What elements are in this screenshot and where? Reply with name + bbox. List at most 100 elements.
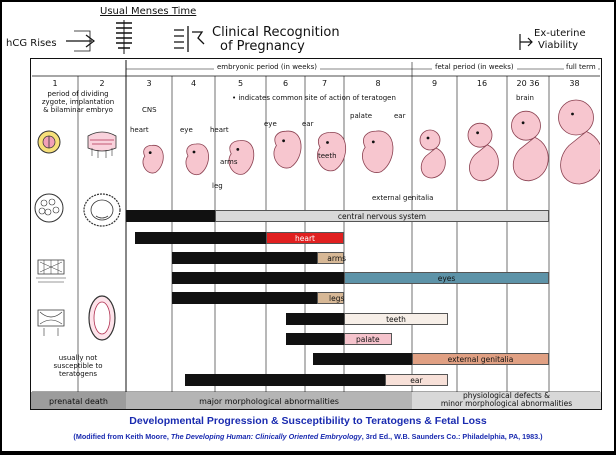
- week-number: 3: [146, 79, 152, 88]
- bar-label: heart: [295, 234, 315, 243]
- embryo-illustrations: [142, 99, 600, 185]
- caption-subtitle: (Modified from Keith Moore, The Developi…: [73, 432, 543, 441]
- bar-lower-sensitivity: [215, 210, 549, 222]
- label-eye-wk5: eye: [264, 120, 277, 128]
- bar-label: legs: [329, 294, 345, 303]
- bar-high-sensitivity: [172, 272, 344, 284]
- scribble-icon: [174, 26, 205, 52]
- bar-label: teeth: [386, 315, 406, 324]
- label-external-genitalia: external genitalia: [372, 194, 434, 202]
- not-susceptible-line-2: susceptible to: [53, 362, 103, 370]
- major-abnormalities-label: major morphological abnormalities: [199, 397, 339, 406]
- bar-high-sensitivity: [135, 232, 266, 244]
- ex-uterine-note: Ex-uterine Viability: [534, 28, 586, 52]
- chart-border: [30, 58, 602, 410]
- bar-lower-sensitivity: [412, 353, 549, 365]
- ex-uterine-line-1: Ex-uterine: [534, 28, 586, 39]
- label-teeth: teeth: [318, 152, 337, 160]
- ex-uterine-line-2: Viability: [538, 40, 579, 51]
- early-embryo-illustrations: [34, 130, 121, 341]
- bar-lower-sensitivity: [384, 374, 448, 386]
- fetus-week-16: [467, 122, 499, 182]
- caption-credit-suffix: , 3rd Ed., W.B. Saunders Co.: Philadelph…: [361, 432, 541, 441]
- week-number: 5: [237, 79, 244, 88]
- caption-credit-prefix: Modified from Keith Moore,: [75, 432, 171, 441]
- week-number: 2: [99, 79, 105, 88]
- bar-high-sensitivity: [126, 210, 215, 222]
- week-number: 9: [431, 79, 438, 88]
- dividing-line-2: zygote, implantation: [41, 98, 115, 106]
- week-number: 7: [321, 79, 328, 88]
- clinical-recognition-line-1: Clinical Recognition: [212, 25, 340, 40]
- label-leg: leg: [212, 182, 223, 190]
- minor-abnormalities-label: physiological defects & minor morphologi…: [412, 392, 601, 408]
- bar-lower-sensitivity: [266, 232, 344, 244]
- week-number: 8: [375, 79, 381, 88]
- week-number: 4: [190, 79, 197, 88]
- tissue-icon: [37, 309, 65, 336]
- label-eye-wk4: eye: [180, 126, 193, 134]
- bar-label: ear: [410, 376, 423, 385]
- period-of-dividing-note: period of dividing zygote, implantation …: [32, 90, 124, 114]
- not-susceptible-line-1: usually not: [58, 354, 98, 362]
- fetus-week-20-36: [511, 110, 549, 182]
- minor-line-2: minor morphological abnormalities: [440, 399, 573, 408]
- week-number: 16: [476, 79, 488, 88]
- label-palate: palate: [350, 112, 373, 120]
- disc-embryo-icon: [88, 295, 116, 341]
- bar-lower-sensitivity: [344, 272, 549, 284]
- bar-label: eyes: [437, 274, 456, 283]
- embryo-week-5: [228, 140, 255, 175]
- arrow-icon: [519, 34, 533, 50]
- week-number: 38: [569, 79, 580, 88]
- embryo-week-3: [142, 144, 164, 174]
- arrow-icon: [66, 30, 95, 52]
- prenatal-death-band: [31, 392, 126, 409]
- morula-icon: [34, 193, 64, 223]
- bar-lower-sensitivity: [316, 252, 344, 264]
- caption-title: Developmental Progression & Susceptibili…: [129, 415, 487, 427]
- bar-high-sensitivity: [172, 292, 317, 304]
- fetal-period-label: fetal period (in weeks): [432, 63, 517, 71]
- embryo-week-7: [317, 132, 347, 172]
- full-term-label: full term: [564, 63, 598, 71]
- label-heart-wk3: heart: [130, 126, 149, 134]
- bar-high-sensitivity: [312, 353, 412, 365]
- minor-abnormalities-band: [412, 392, 601, 409]
- label-ear-wk6: ear: [302, 120, 314, 128]
- teratogen-note: • indicates common site of action of ter…: [232, 94, 396, 102]
- bar-label: central nervous system: [337, 212, 427, 221]
- prenatal-death-label: prenatal death: [49, 397, 108, 406]
- label-heart-wk4: heart: [210, 126, 229, 134]
- bar-lower-sensitivity: [344, 313, 448, 325]
- fetus-week-9: [419, 129, 446, 179]
- embryo-week-6: [273, 130, 302, 169]
- usual-menses-note: Usual Menses Time: [100, 6, 197, 17]
- clinical-recognition-note: Clinical Recognition of Pregnancy: [212, 26, 340, 54]
- scribble-icon: [116, 20, 132, 54]
- minor-line-1: physiological defects &: [462, 391, 551, 400]
- dividing-line-1: period of dividing: [47, 90, 109, 98]
- week-number: 1: [52, 79, 58, 88]
- embryo-week-8: [362, 130, 394, 173]
- dividing-line-3: & bilaminar embryo: [43, 106, 113, 114]
- embryonic-period-label: embryonic period (in weeks): [214, 63, 320, 71]
- bar-high-sensitivity: [285, 333, 344, 345]
- label-ear-wk8: ear: [394, 112, 406, 120]
- fetus-week-38: [558, 99, 600, 185]
- blastocyst-icon: [83, 193, 121, 227]
- bar-lower-sensitivity: [344, 333, 392, 345]
- tissue-icon: [36, 259, 66, 283]
- bar-label: external genitalia: [447, 355, 514, 364]
- caption-book-title: The Developing Human: Clinically Oriente…: [170, 432, 362, 441]
- embryo-week-4: [185, 143, 209, 176]
- not-susceptible-line-3: teratogens: [58, 370, 98, 378]
- label-brain: brain: [516, 94, 534, 102]
- bar-label: arms: [327, 254, 347, 263]
- bar-high-sensitivity: [184, 374, 385, 386]
- not-susceptible-note: usually not susceptible to teratogens: [32, 354, 124, 378]
- major-abnormalities-band: [126, 392, 412, 409]
- bar-label: palate: [356, 335, 380, 344]
